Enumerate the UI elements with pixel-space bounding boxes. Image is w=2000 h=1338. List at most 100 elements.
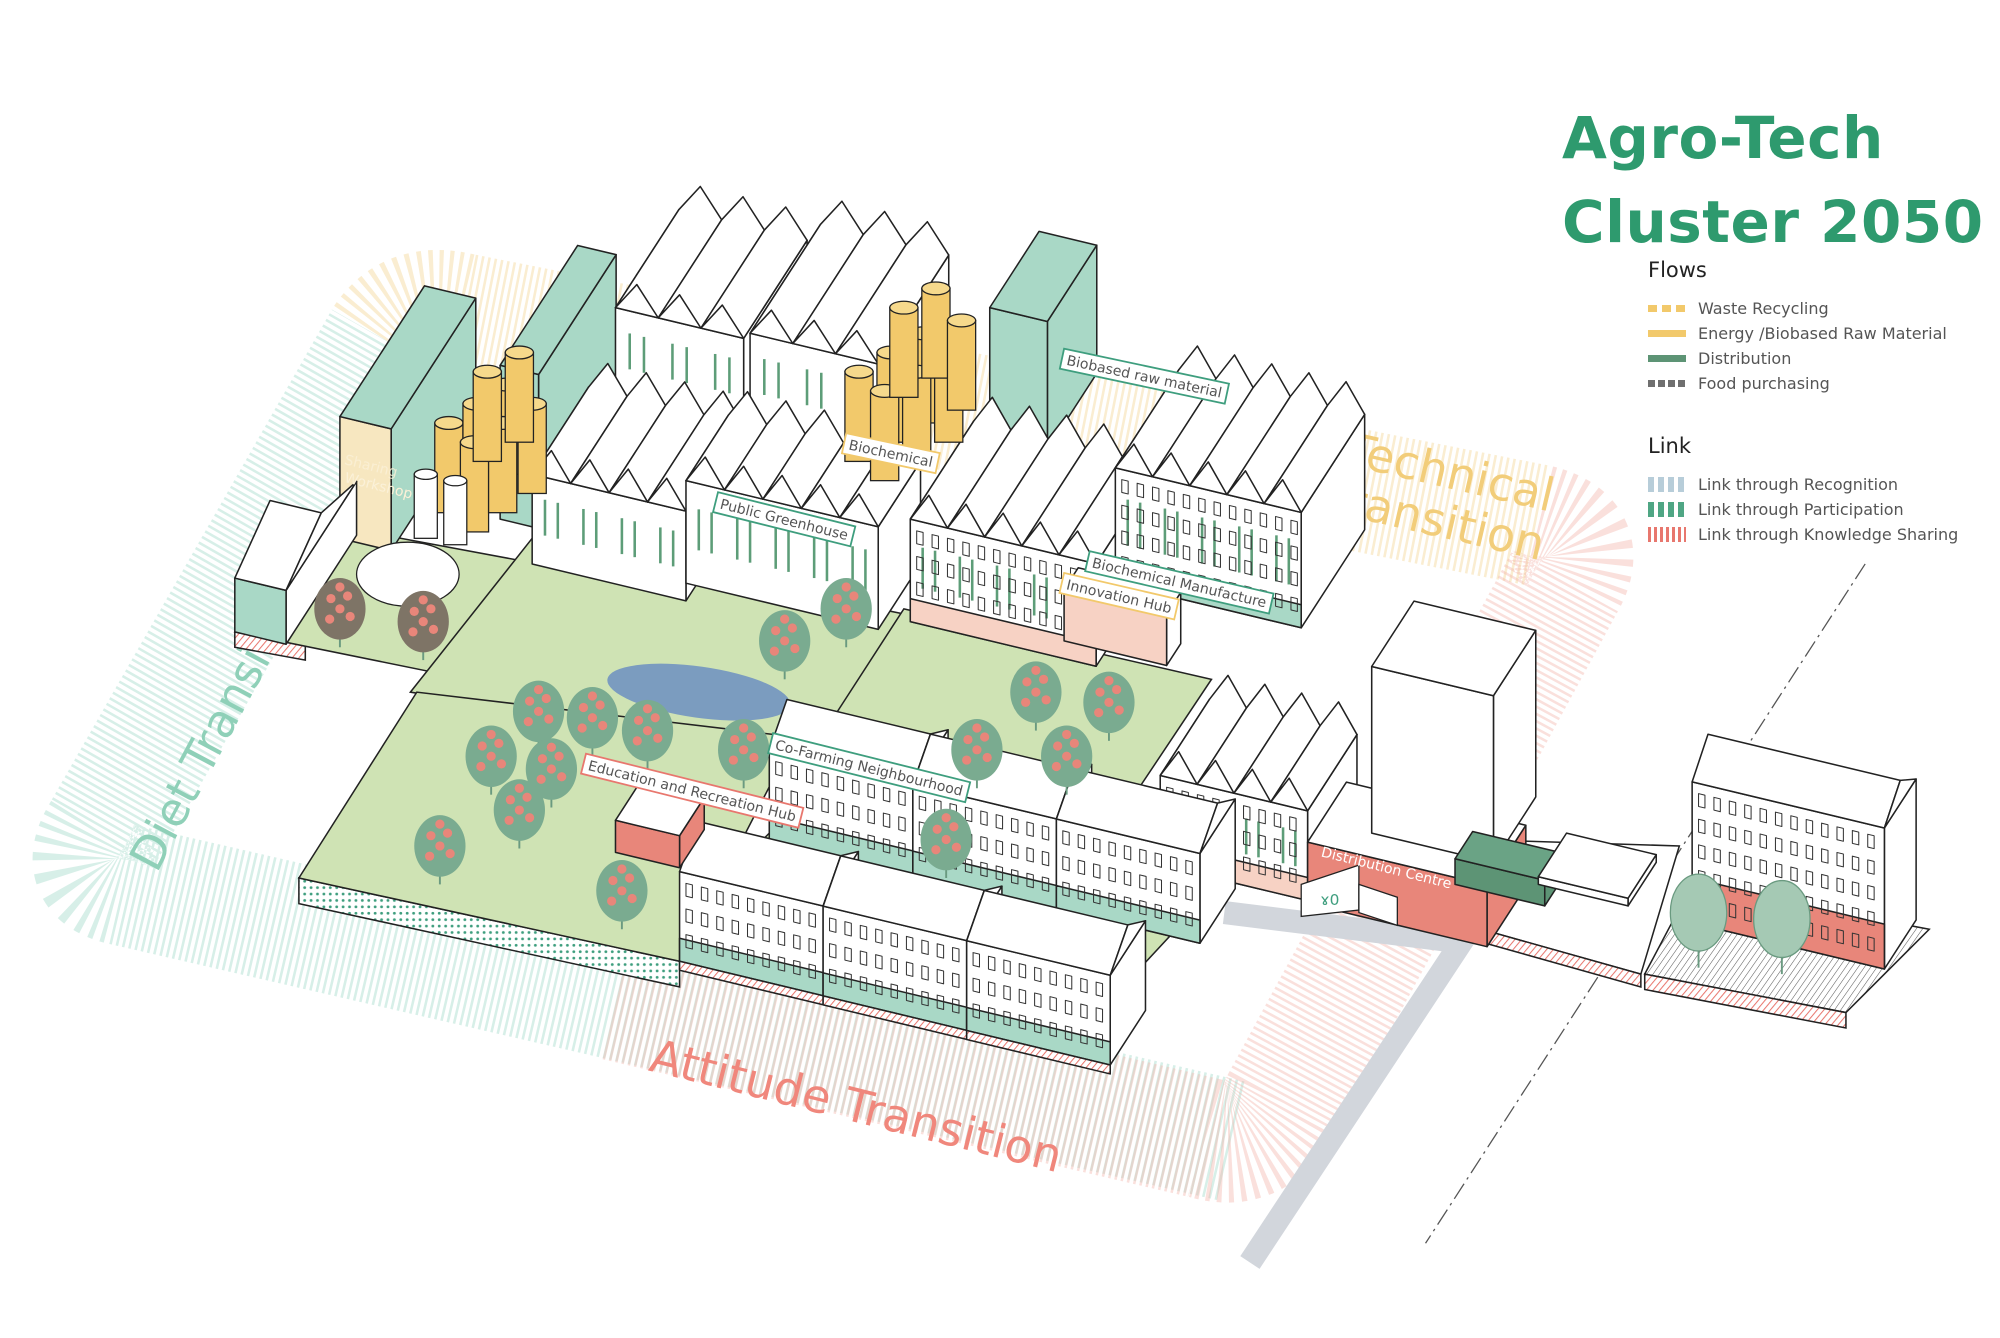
window — [905, 987, 914, 1003]
window — [1062, 830, 1070, 846]
biochemical-manufacture-roof-bay — [1263, 380, 1366, 514]
window — [1077, 833, 1086, 850]
solid-swatch-icon — [1648, 330, 1686, 337]
tree-canopy — [1753, 879, 1811, 959]
window — [1698, 818, 1706, 835]
window — [916, 556, 924, 572]
window — [1774, 811, 1783, 827]
fruit — [941, 834, 951, 845]
window — [1026, 821, 1034, 837]
window — [777, 930, 786, 947]
window — [762, 926, 770, 943]
fruit — [841, 604, 851, 614]
window — [987, 1007, 996, 1023]
fruit — [536, 774, 546, 784]
fruit — [607, 896, 617, 906]
fruit — [533, 684, 544, 695]
office-tower — [1370, 600, 1537, 864]
window — [1244, 508, 1252, 525]
fruit — [617, 886, 627, 896]
window — [1136, 508, 1145, 524]
window — [1123, 870, 1132, 887]
neighbourhood-row-3-gable — [1109, 920, 1147, 977]
window — [1790, 840, 1798, 857]
greenhouse-north-2-roof-bay — [834, 220, 950, 365]
silo — [889, 300, 919, 398]
window — [1198, 497, 1206, 513]
window — [987, 955, 996, 972]
fruit — [546, 764, 557, 774]
window — [1054, 589, 1063, 605]
window — [746, 948, 755, 965]
window — [936, 968, 945, 985]
window — [1728, 877, 1737, 893]
window — [1018, 988, 1027, 1005]
window — [859, 976, 868, 992]
bars-swatch-icon — [1648, 477, 1686, 492]
window — [1054, 563, 1063, 579]
fruit — [932, 824, 942, 834]
window — [1023, 581, 1032, 598]
fruit — [1062, 751, 1072, 761]
fruit — [980, 732, 990, 742]
fruit — [790, 643, 800, 654]
window — [1108, 892, 1116, 909]
window — [1039, 559, 1047, 576]
fruit — [505, 795, 515, 805]
fruit — [326, 593, 336, 604]
window — [777, 956, 786, 972]
window — [1049, 996, 1057, 1012]
window — [882, 838, 891, 854]
window — [1698, 844, 1706, 860]
fruit — [595, 700, 605, 710]
window — [890, 957, 898, 974]
window — [1018, 963, 1027, 979]
legend-item-participation: Link through Participation — [1648, 497, 1958, 522]
fruit — [522, 792, 532, 802]
window — [731, 893, 740, 910]
fruit — [730, 734, 740, 745]
window — [1026, 872, 1034, 889]
tree-canopy — [1669, 873, 1728, 952]
silo-top — [472, 364, 503, 379]
window — [1243, 856, 1251, 872]
white-tank — [443, 474, 468, 546]
fruit — [418, 617, 428, 627]
fruit-tree-icon — [566, 687, 619, 757]
fruit — [477, 741, 487, 751]
window — [916, 581, 924, 598]
fruit — [486, 729, 496, 740]
window — [1258, 834, 1266, 850]
fruit-tree-icon — [414, 815, 466, 885]
fruit — [541, 693, 551, 704]
window — [1867, 833, 1875, 850]
window — [1139, 848, 1147, 865]
fruit — [746, 732, 756, 742]
window — [995, 865, 1004, 881]
fruit — [831, 614, 841, 624]
link-heading: Link — [1648, 434, 1692, 458]
fruit-tree-icon — [525, 738, 578, 808]
window — [867, 834, 875, 850]
fruit-tree-icon — [759, 610, 811, 680]
window — [821, 823, 829, 839]
window — [1182, 545, 1191, 561]
window — [1198, 523, 1206, 539]
fruit — [418, 595, 428, 605]
fruit — [653, 733, 663, 743]
fruit — [951, 842, 962, 852]
window — [762, 952, 770, 968]
legend-item-energy: Energy /Biobased Raw Material — [1648, 321, 1947, 346]
window — [1851, 830, 1860, 846]
window — [890, 932, 898, 948]
fruit — [972, 723, 982, 733]
fruit — [587, 713, 598, 723]
bars-swatch-icon — [1648, 527, 1686, 542]
window — [918, 795, 927, 812]
fruit — [1069, 738, 1079, 749]
window — [1093, 863, 1101, 879]
fruit — [476, 761, 486, 772]
window — [1759, 859, 1767, 875]
window — [836, 827, 845, 843]
